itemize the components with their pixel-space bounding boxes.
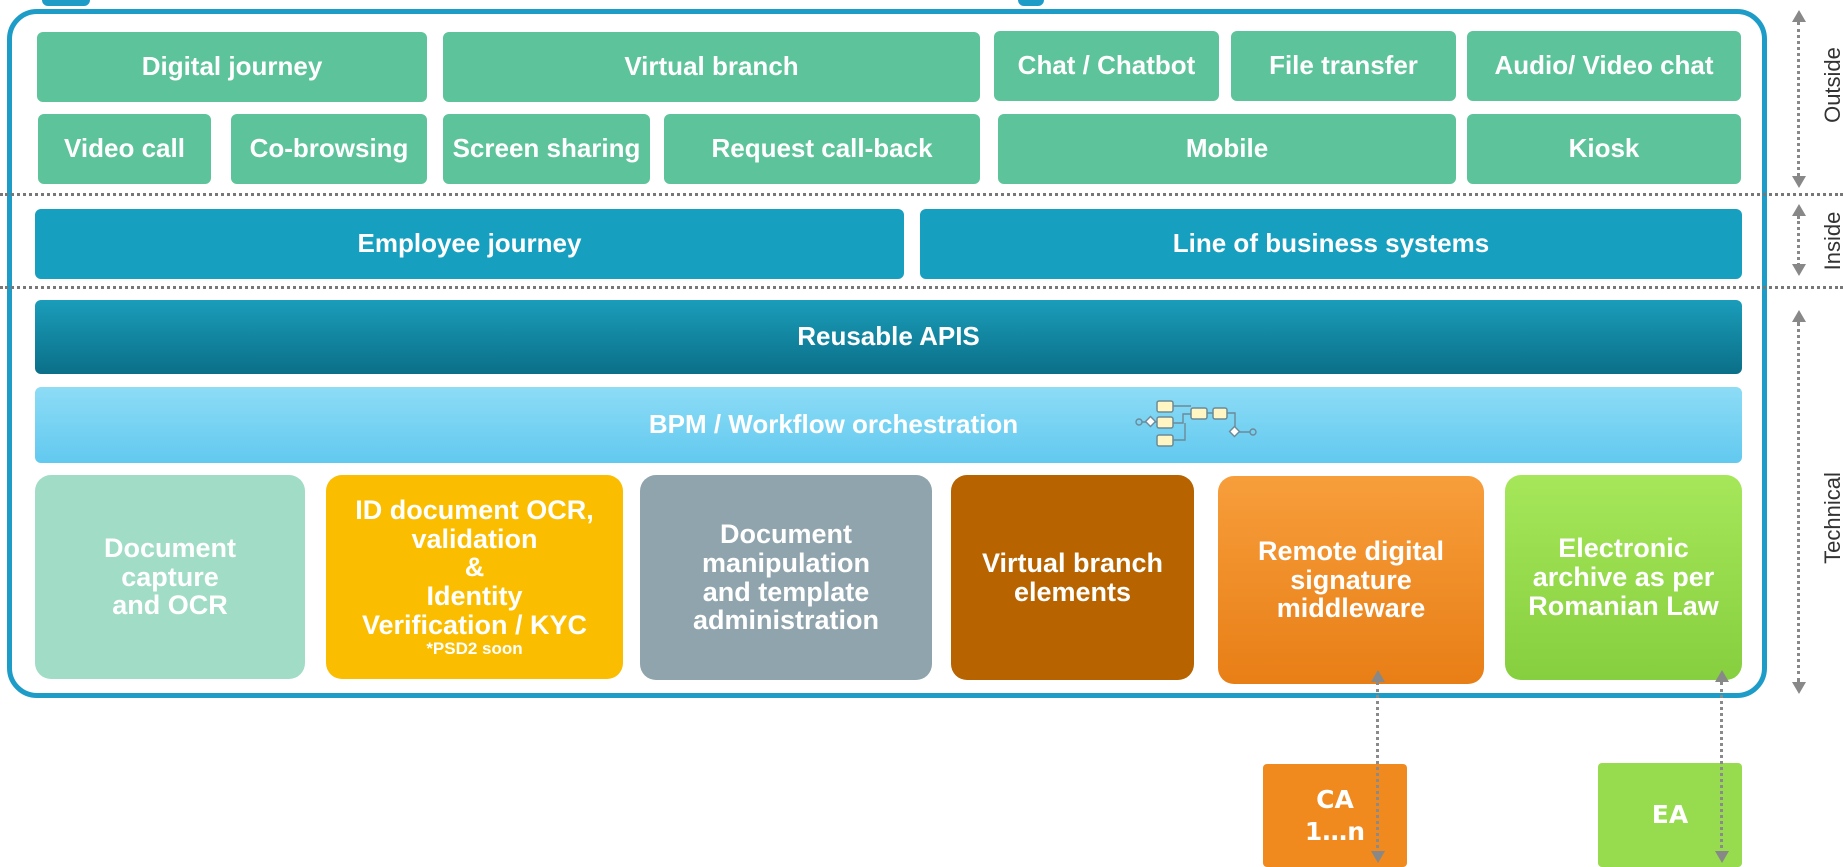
box-chat-chatbot: Chat / Chatbot [994, 31, 1219, 101]
workflow-diagram-icon [1135, 400, 1257, 447]
box-virtual-branch-elements: Virtual branch elements [951, 475, 1194, 680]
box-video-call: Video call [38, 114, 211, 184]
box-audio-video-chat: Audio/ Video chat [1467, 31, 1741, 101]
box-document-manipulation: Document manipulation and template admin… [640, 475, 932, 680]
arrow-down-icon [1792, 264, 1806, 276]
box-id-document-ocr: ID document OCR, validation & Identity V… [326, 475, 623, 679]
connector-archive-ea [1720, 682, 1723, 854]
box-document-capture-ocr: Document capture and OCR [35, 475, 305, 679]
label-technical: Technical [1820, 472, 1843, 564]
box-kiosk: Kiosk [1467, 114, 1741, 184]
arrow-up-icon [1715, 670, 1729, 682]
box-file-transfer: File transfer [1231, 31, 1456, 101]
box-remote-digital-signature: Remote digital signature middleware [1218, 476, 1484, 684]
box-screen-sharing: Screen sharing [443, 114, 650, 184]
box-reusable-apis: Reusable APIS [35, 300, 1742, 374]
arrow-up-icon [1792, 204, 1806, 216]
technical-range-line [1797, 322, 1800, 682]
arrow-down-icon [1371, 851, 1385, 863]
arrow-down-icon [1792, 682, 1806, 694]
box-employee-journey: Employee journey [35, 209, 904, 279]
psd2-note: *PSD2 soon [426, 639, 523, 659]
title-fragment [0, 0, 1400, 8]
arrow-up-icon [1792, 10, 1806, 22]
box-virtual-branch: Virtual branch [443, 32, 980, 102]
bpm-label: BPM / Workflow orchestration [648, 409, 1019, 440]
outside-range-line [1797, 22, 1800, 182]
box-line-of-business-systems: Line of business systems [920, 209, 1742, 279]
box-electronic-archive: Electronic archive as per Romanian Law [1505, 475, 1742, 680]
label-outside: Outside [1820, 47, 1843, 123]
inside-range-line [1797, 216, 1800, 266]
architecture-frame [7, 9, 1767, 698]
arrow-up-icon [1792, 310, 1806, 322]
box-bpm-workflow: BPM / Workflow orchestration [35, 387, 1742, 463]
divider-inside-technical [0, 286, 1843, 289]
label-inside: Inside [1820, 211, 1843, 271]
connector-signature-ca [1376, 682, 1379, 854]
arrow-down-icon [1715, 851, 1729, 863]
box-mobile: Mobile [998, 114, 1456, 184]
box-ea: EA [1598, 763, 1742, 867]
divider-outside-inside [0, 193, 1843, 196]
box-co-browsing: Co-browsing [231, 114, 427, 184]
arrow-down-icon [1792, 176, 1806, 188]
box-digital-journey: Digital journey [37, 32, 427, 102]
box-request-call-back: Request call-back [664, 114, 980, 184]
arrow-up-icon [1371, 670, 1385, 682]
